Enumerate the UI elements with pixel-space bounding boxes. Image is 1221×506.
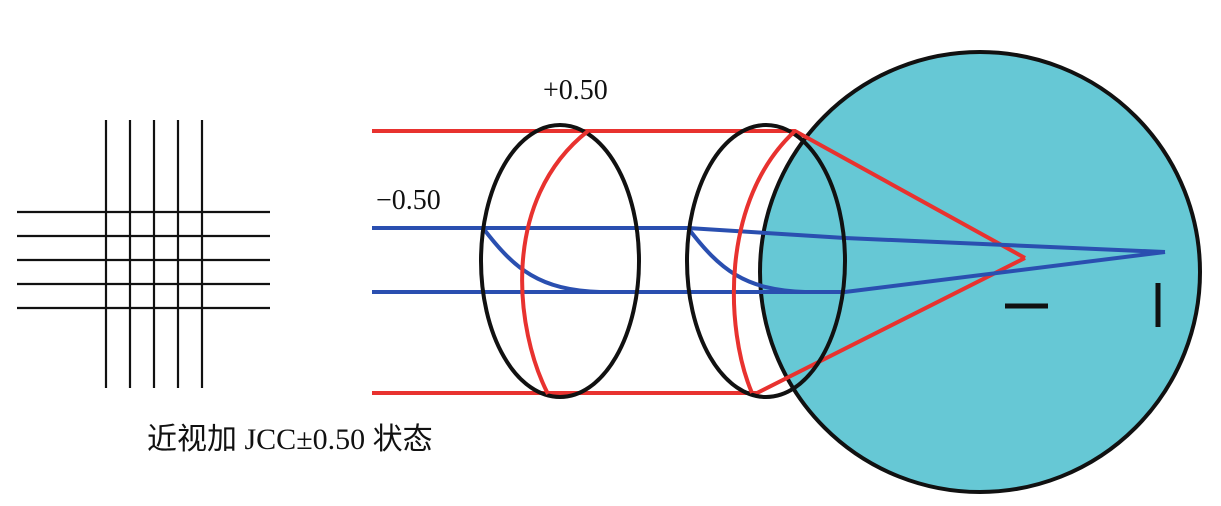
- lens-1-red-meridian: [520, 129, 590, 395]
- lens-2-red-meridian: [731, 129, 797, 394]
- red-ray-bottom: [372, 256, 1026, 395]
- minus-lens-label: −0.50: [376, 185, 441, 216]
- blue-ray-curve-1: [481, 226, 601, 294]
- blue-ray-bottom: [372, 250, 1166, 294]
- blue-ray-top: [372, 226, 1166, 254]
- lens-1-outline: [479, 123, 641, 399]
- caption: 近视加 JCC±0.50 状态: [147, 423, 433, 456]
- plus-lens-label: +0.50: [543, 75, 608, 106]
- jcc-lens-1: [479, 123, 641, 399]
- lens-2-outline: [685, 123, 847, 399]
- jcc-lens-2: [685, 123, 847, 399]
- eye-ball: [758, 50, 1202, 494]
- cross-grid-chart: [17, 120, 270, 388]
